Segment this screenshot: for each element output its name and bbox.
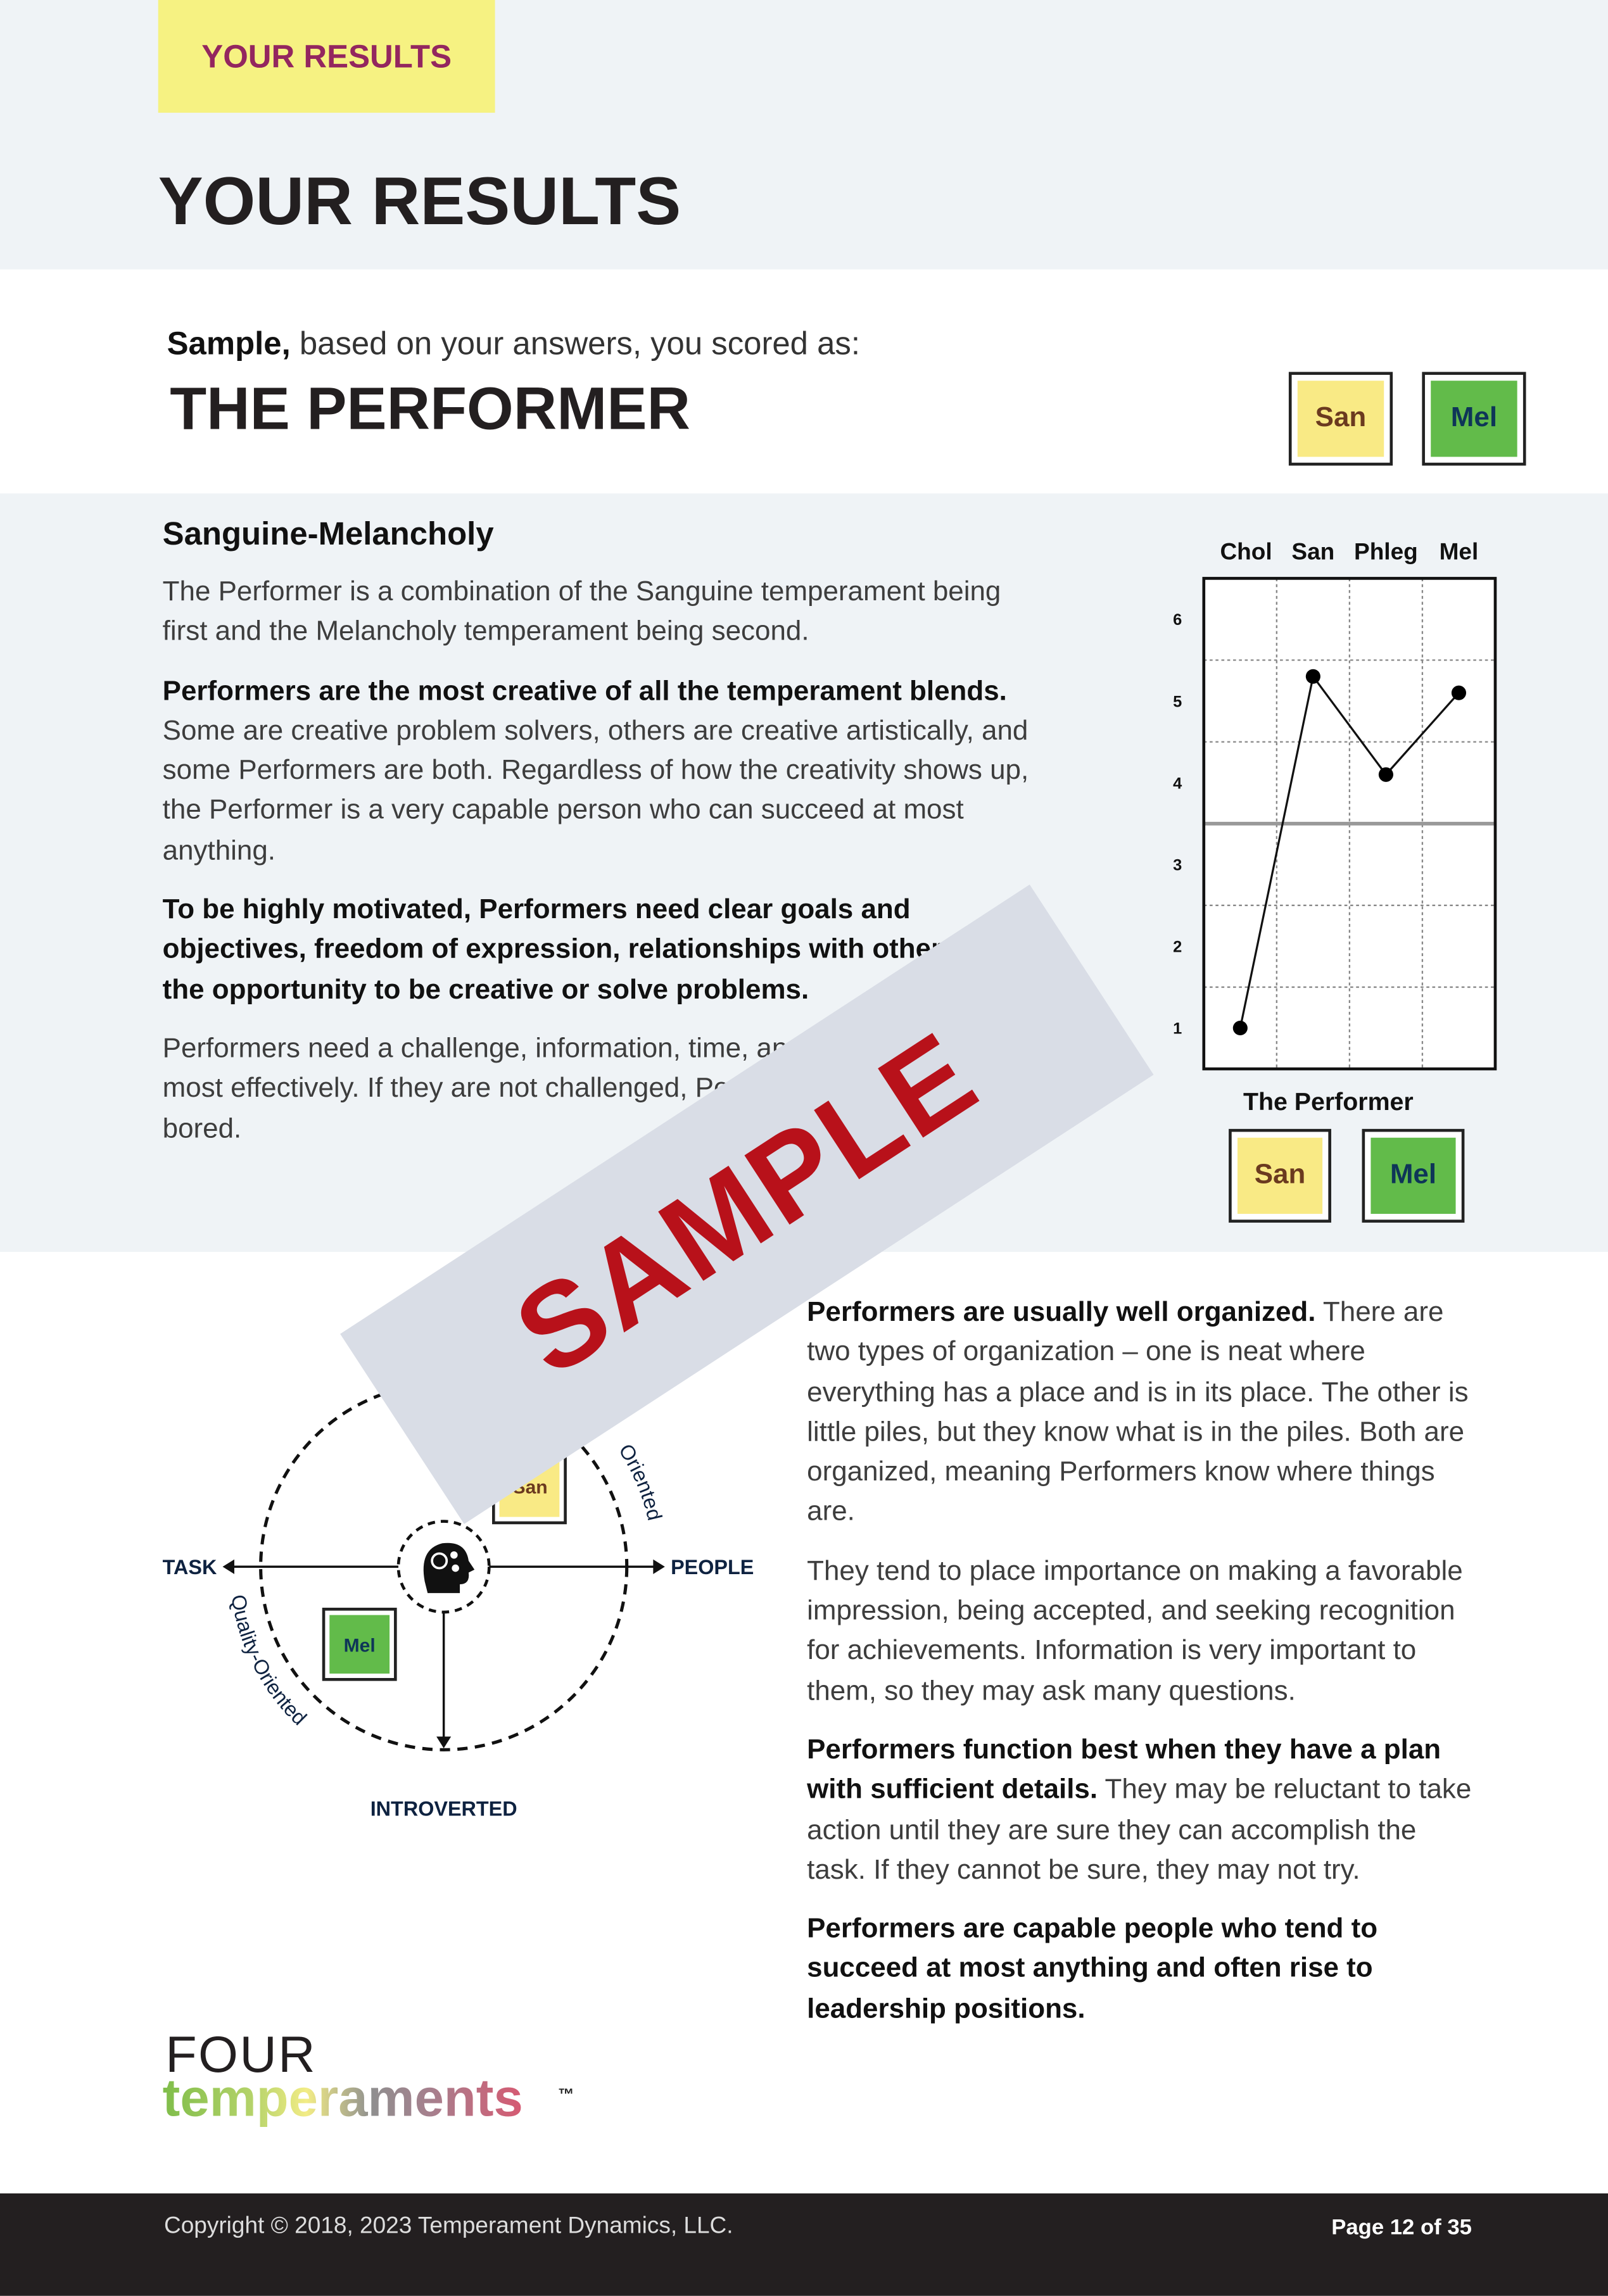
blend-p3: To be highly motivated, Performers need … xyxy=(163,890,1041,1010)
temperament-chart: 1 2 3 4 5 6 Chol San Phleg Mel xyxy=(1173,538,1497,1071)
blend-p3-bold: To be highly motivated, Performers need … xyxy=(162,895,1023,1006)
chart-mel-badge: Mel xyxy=(1362,1128,1465,1223)
y-tick-label: 5 xyxy=(1173,693,1182,710)
right-p1: Performers are usually well organized. T… xyxy=(807,1293,1473,1533)
chart-title: The Performer xyxy=(1243,1088,1414,1116)
task-arrow-icon xyxy=(222,1559,234,1574)
chart-mel-label: Mel xyxy=(1371,1137,1456,1214)
right-p1-text: There are two types of organization – on… xyxy=(807,1297,1469,1528)
y-tick-label: 4 xyxy=(1173,774,1182,792)
data-point-phleg xyxy=(1378,767,1393,782)
page-number: Page 12 of 35 xyxy=(1331,2215,1472,2240)
right-p4-bold: Performers are capable people who tend t… xyxy=(807,1914,1378,2025)
quality-oriented-label: Quality-Oriented xyxy=(227,1593,311,1730)
copyright: Copyright © 2018, 2023 Temperament Dynam… xyxy=(163,2214,733,2239)
oriented-label: Oriented xyxy=(614,1440,666,1523)
blend-heading: Sanguine-Melancholy xyxy=(162,515,494,552)
x-category-label: Phleg xyxy=(1354,538,1418,564)
mel-badge: Mel xyxy=(1422,372,1526,466)
page-title: YOUR RESULTS xyxy=(158,162,681,239)
user-name: Sample, xyxy=(167,325,291,362)
right-p3-text: They may be reluctant to take action unt… xyxy=(807,1775,1472,1886)
blend-p2-bold: Performers are the most creative of all … xyxy=(162,676,1007,707)
right-p4: Performers are capable people who tend t… xyxy=(807,1910,1473,2029)
introverted-arrow-icon xyxy=(436,1736,452,1749)
san-badge: San xyxy=(1288,372,1393,466)
chart-san-label: San xyxy=(1237,1137,1323,1214)
mel-marker-label: Mel xyxy=(344,1635,376,1656)
people-label: PEOPLE xyxy=(671,1556,754,1579)
head-gears-icon xyxy=(423,1542,475,1593)
footer xyxy=(0,2193,1608,2296)
data-point-san xyxy=(1305,669,1320,684)
logo-trademark: ™ xyxy=(558,2086,574,2104)
x-category-label: San xyxy=(1291,538,1334,564)
people-arrow-icon xyxy=(653,1559,665,1574)
y-tick-label: 1 xyxy=(1173,1020,1182,1038)
task-label: TASK xyxy=(163,1556,217,1579)
plot-border xyxy=(1202,577,1497,1071)
logo-temperaments: temperaments xyxy=(163,2067,523,2129)
right-p3: Performers function best when they have … xyxy=(807,1731,1473,1890)
right-p3-bold: Performers function best when they have … xyxy=(807,1735,1441,1806)
y-tick-label: 3 xyxy=(1173,857,1182,874)
data-point-chol xyxy=(1232,1020,1248,1036)
x-category-label: Chol xyxy=(1220,538,1272,564)
series-line xyxy=(1239,674,1460,1028)
blend-p2-text: Some are creative problem solvers, other… xyxy=(162,716,1029,867)
x-category-label: Mel xyxy=(1440,538,1479,564)
data-point-mel xyxy=(1451,685,1467,700)
right-p1-bold: Performers are usually well organized. xyxy=(807,1297,1316,1328)
blend-p1: The Performer is a combination of the Sa… xyxy=(162,577,1001,648)
temperament-diagram: Mel TASK PEOPLE INTROVERTED Quality-Orie… xyxy=(163,1382,754,1820)
y-tick-label: 6 xyxy=(1173,611,1182,629)
chart-san-badge: San xyxy=(1229,1128,1331,1223)
oriented-path: Oriented xyxy=(614,1440,666,1523)
y-tick-label: 2 xyxy=(1173,938,1182,956)
mel-label: Mel xyxy=(1431,381,1517,457)
quality-oriented-path: Quality-Oriented xyxy=(227,1593,311,1730)
right-text: Performers are usually well organized. T… xyxy=(807,1293,1473,2048)
logo-four: FOUR xyxy=(165,2026,317,2084)
result-intro: Sample, based on your answers, you score… xyxy=(167,325,860,363)
introverted-label: INTROVERTED xyxy=(370,1797,517,1820)
blend-p2: Performers are the most creative of all … xyxy=(163,671,1041,871)
result-type: THE PERFORMER xyxy=(170,374,690,443)
san-label: San xyxy=(1297,381,1384,457)
right-p2: They tend to place importance on making … xyxy=(807,1556,1463,1707)
intro-text: based on your answers, you scored as: xyxy=(290,325,860,362)
section-badge: YOUR RESULTS xyxy=(158,0,495,113)
